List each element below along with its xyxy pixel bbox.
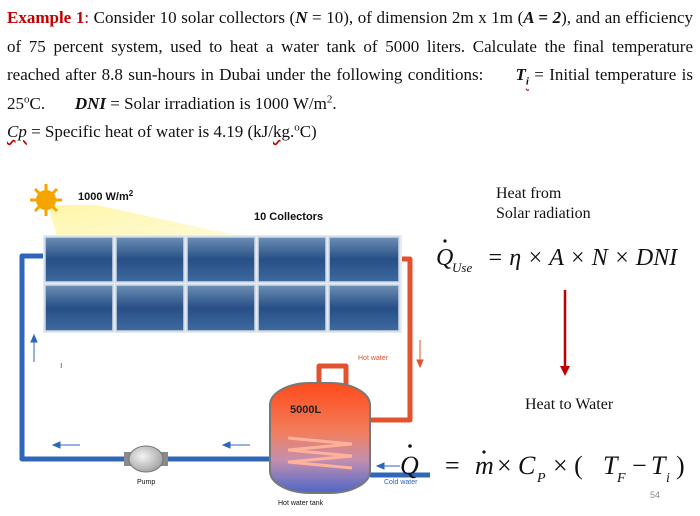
text-segment: C. [30,94,46,113]
svg-text:= η × A × N × DNI: = η × A × N × DNI [487,245,678,271]
problem-statement: Example 1: Consider 10 solar collectors … [7,4,693,147]
heat-from-label: Heat from [496,185,562,202]
tank-caption: Hot water tank [278,500,324,507]
sun-irradiance-label: 1000 W/m2 [78,189,134,203]
svg-text:×: × [497,451,512,480]
heat-to-water-label: Heat to Water [525,396,614,413]
cold-water-label: Cold water [384,479,418,486]
svg-text:−: − [632,451,647,480]
hot-water-tank[interactable]: 5000L [270,383,370,493]
tank-volume-label: 5000L [290,404,321,416]
svg-text:C: C [518,451,536,480]
svg-text:Q: Q [400,451,419,480]
svg-text:Use: Use [452,260,472,275]
var-Ti: Ti [515,65,528,84]
pump-icon[interactable] [124,446,168,472]
formula-heat-to-water: Q = m × C P × ( T F − T i ) [400,444,685,486]
text-segment: . [332,94,336,113]
collectors-label: 10 Collectors [254,211,323,223]
text-segment: = Specific heat of water is 4.19 (kJ/ [27,122,273,141]
svg-text:P: P [536,471,546,486]
energy-flow-arrow [560,290,570,376]
svg-text:): ) [676,451,685,480]
page-number: 54 [650,490,660,500]
svg-text:Q: Q [436,245,453,271]
var-N: N [295,8,307,27]
svg-text:=: = [445,451,460,480]
pump-label: Pump [137,479,155,486]
svg-text:T: T [651,451,667,480]
var-Cp: Cp [7,122,27,141]
formula-useful-heat: Q Use = η × A × N × DNI [436,239,678,275]
svg-text:i: i [666,471,670,486]
solar-radiation-label: Solar radiation [496,205,591,222]
small-mark: ı [60,360,63,370]
var-DNI: DNI [75,94,106,113]
text-segment: Consider 10 solar collectors ( [89,8,295,27]
text-segment: = Solar irradiation is 1000 W/m [106,94,327,113]
svg-text:F: F [616,471,626,486]
example-label: Example 1 [7,8,84,27]
unit-kg: kg [273,122,290,141]
text-segment: C) [300,122,317,141]
solar-water-heating-diagram: 1000 W/m2 10 Collectors H [0,172,700,516]
svg-text:m: m [475,451,494,480]
hot-water-label: Hot water [358,355,389,362]
svg-text:× (: × ( [553,451,583,480]
solar-collector-array[interactable] [43,235,402,333]
var-A: A = 2 [523,8,561,27]
text-segment: = 10), of dimension 2m x 1m ( [307,8,523,27]
